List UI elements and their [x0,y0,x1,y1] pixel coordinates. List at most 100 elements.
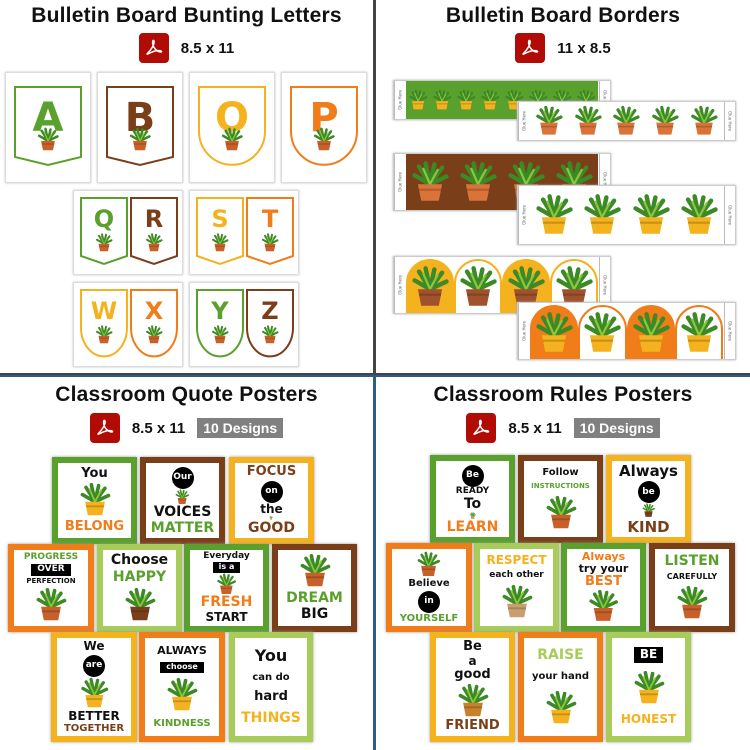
border-motif [530,305,579,359]
plant-icon [167,678,198,711]
bunting-pennant: S [195,196,245,268]
bunting-plant [289,127,359,156]
poster-text: Be [461,463,484,487]
plant-icon [584,194,622,234]
bunting-letter: W [90,296,118,325]
poster-text: FRIEND [445,718,500,734]
poster-text: ALWAYS [157,643,207,657]
poster-text: PROGRESS [23,552,79,563]
poster-text: You [254,646,288,666]
border-motif [578,305,627,359]
pdf-icon [89,413,120,443]
border-motif [550,259,598,313]
poster-text: are [83,653,105,678]
glue-tab: Glue Here [518,186,529,244]
plant-icon [412,266,449,306]
plant-icon [262,325,279,344]
poster-text: PERFECTION [26,576,76,585]
poster-text: GOOD [248,519,295,536]
pdf-icon [466,413,497,443]
poster-circle-text: Be [461,464,484,487]
border-pattern [530,303,723,359]
poster-text: Follow [542,467,579,479]
plant-icon [575,105,602,135]
plant-icon [536,194,573,234]
bunting-pennant: B [105,85,175,169]
plant-icon [681,312,718,352]
plant-icon [36,587,67,620]
poster-text: your hand [531,671,590,683]
poster-text: Everyday [203,551,250,561]
glue-tab: Glue Here [599,81,610,119]
bunting-plant [245,324,295,350]
bunting-letter: A [32,95,64,142]
plant-icon [502,585,532,618]
page-size: 8.5 x 11 [180,39,235,57]
quote-posters-panel: Classroom Quote Posters 8.5 x 11 10 Desi… [0,375,375,750]
plant-icon [536,312,573,352]
poster-text: Be [463,639,482,655]
bunting-letter: S [211,204,229,233]
plant-icon [146,325,163,344]
poster-circle-text: be [637,481,660,504]
plant-icon [457,89,476,110]
poster-plant [103,587,176,623]
bunting-letter: Z [261,296,279,325]
border-motif [454,81,478,119]
poster-plant [436,512,509,520]
border-motif [530,102,569,140]
plant-icon [481,89,500,110]
poster-text: FRESH [200,594,253,611]
poster-text: a [468,653,477,668]
plant-icon [652,105,679,135]
bunting-card: A [5,72,91,183]
plant-icon [212,233,229,252]
poster-text: BE [633,647,664,663]
border-strip: Glue Here Glue Here [517,185,736,245]
plant-icon [536,105,563,135]
panel-title: Bulletin Board Bunting Letters [31,4,342,27]
glue-tab: Glue Here [724,186,735,244]
plant-icon [412,161,449,201]
poster-text: BETTER [68,708,120,723]
plant-icon [546,690,576,724]
border-pattern [530,186,723,244]
plant-icon [642,503,655,518]
bunting-letter: X [144,296,164,325]
bunting-pennant: W [79,288,129,360]
glue-tab: Glue Here [599,154,610,210]
bunting-plant [79,232,129,258]
poster-circle-text: in [418,591,440,613]
poster-text: YOURSELF [399,613,459,624]
poster-plant [524,690,597,726]
glue-tab: Glue Here [518,303,529,359]
poster-circle-text: Our [171,466,194,489]
poster-text: CAREFULLY [666,571,718,581]
panel-title: Bulletin Board Borders [445,4,681,27]
poster-text: TOGETHER [63,723,125,734]
designs-badge: 10 Designs [197,418,284,438]
glue-tab: Glue Here [599,257,610,313]
pdf-icon [515,33,546,63]
plant-icon [175,489,190,504]
border-motif [454,259,502,313]
poster-plant [58,482,131,518]
page-size: 8.5 x 11 [508,419,562,437]
plant-icon [221,127,243,151]
plant-icon [212,325,229,344]
poster-text: BIG [300,606,329,623]
page-size: 11 x 8.5 [557,39,611,57]
poster-text: THINGS [241,710,301,727]
bunting-pennant: Z [245,288,295,360]
plant-icon [125,587,155,620]
plant-icon [409,89,428,110]
bunting-pennant: Q [79,196,129,268]
plant-icon [633,312,670,352]
